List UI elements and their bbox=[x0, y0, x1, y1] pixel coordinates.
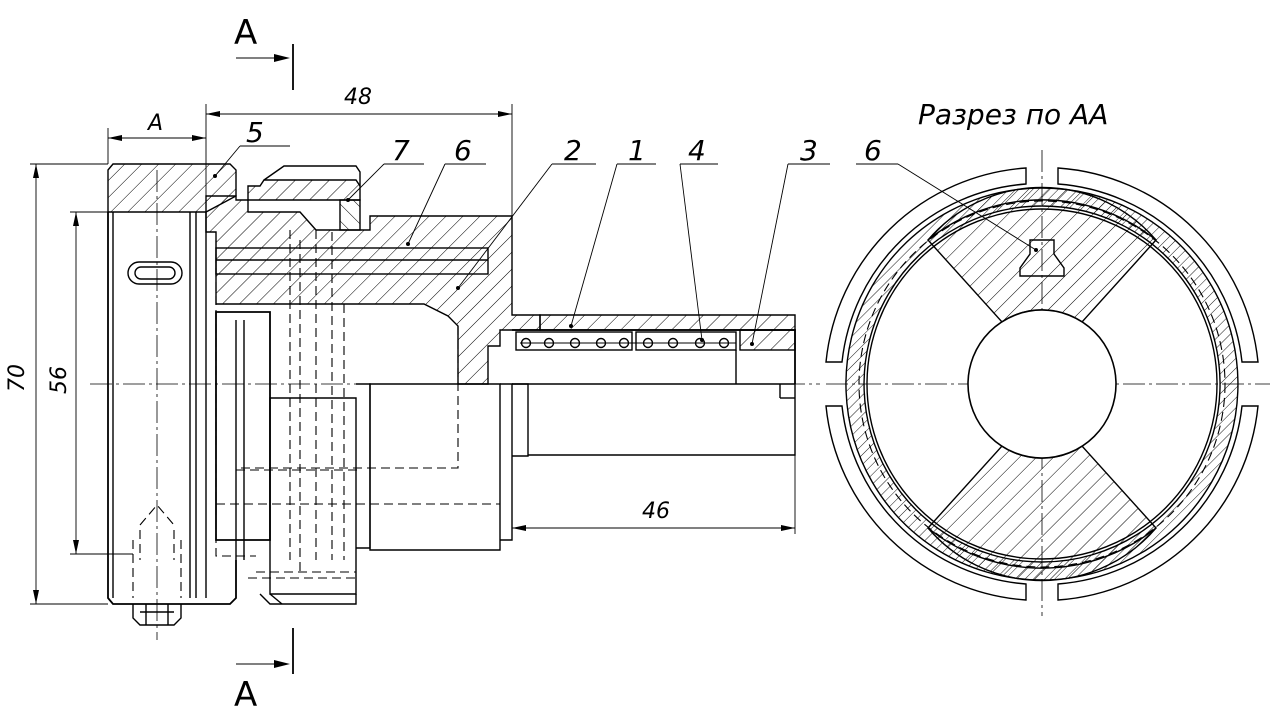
cap-part-5 bbox=[107, 163, 237, 626]
part-number-7: 7 bbox=[392, 134, 410, 167]
part-number-3: 3 bbox=[800, 134, 818, 167]
central-bore bbox=[967, 309, 1117, 459]
dimension-lines bbox=[30, 104, 796, 605]
dim-46: 46 bbox=[642, 499, 670, 524]
dim-48: 48 bbox=[344, 85, 372, 110]
part-number-5: 5 bbox=[246, 116, 264, 149]
leader-lines bbox=[213, 145, 830, 346]
section-cut-marks bbox=[236, 44, 294, 674]
dim-a: A bbox=[146, 111, 163, 136]
outer-ring bbox=[825, 167, 1259, 601]
body-part-2 bbox=[205, 195, 541, 595]
side-view: 48 46 A 70 56 А А bbox=[5, 13, 830, 715]
part-number-4: 4 bbox=[688, 134, 706, 167]
part-number-2: 2 bbox=[564, 134, 582, 167]
dim-70: 70 bbox=[5, 364, 30, 392]
key-part-6 bbox=[1019, 239, 1065, 277]
section-view: Разрез по АА 6 bbox=[825, 98, 1270, 616]
section-title: Разрез по АА bbox=[918, 98, 1108, 131]
shaft bbox=[512, 314, 796, 456]
clamp-part-7 bbox=[247, 165, 361, 605]
part-number-1: 1 bbox=[628, 134, 646, 167]
part-number-6-section: 6 bbox=[864, 134, 882, 167]
section-mark-top: А bbox=[234, 13, 257, 53]
part-number-6-side: 6 bbox=[454, 134, 472, 167]
dim-56: 56 bbox=[47, 366, 72, 394]
section-mark-bottom: А bbox=[234, 675, 257, 715]
